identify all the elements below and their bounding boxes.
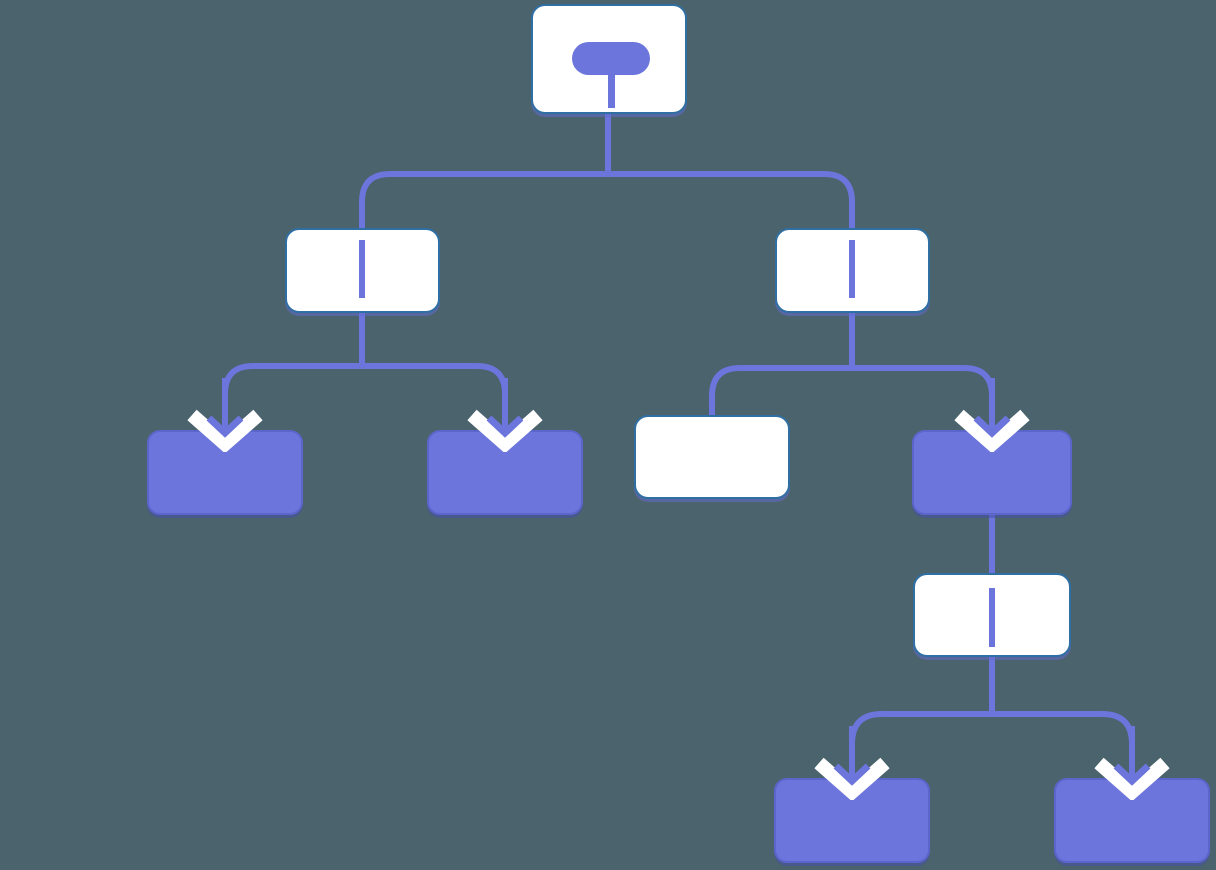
node-collapsed-branch[interactable] — [912, 430, 1072, 515]
pass-through-line — [989, 588, 995, 647]
pass-through-line — [359, 240, 365, 298]
node-leaf-4[interactable] — [774, 778, 930, 863]
node-leaf-5[interactable] — [1054, 778, 1210, 863]
node-branch-right[interactable] — [775, 228, 930, 313]
node-root[interactable] — [531, 4, 687, 114]
node-leaf-2[interactable] — [427, 430, 583, 515]
node-card-blank[interactable] — [634, 415, 790, 499]
node-pass-through-2[interactable] — [913, 573, 1071, 657]
pass-through-line — [849, 240, 855, 298]
edge-root-to-branches — [359, 171, 855, 232]
edge-left-rail — [222, 363, 508, 420]
root-pill-stem — [608, 73, 615, 108]
node-branch-left[interactable] — [285, 228, 440, 313]
node-leaf-1[interactable] — [147, 430, 303, 515]
root-pill-placeholder-icon — [572, 42, 650, 75]
edge-bottom-rail — [849, 711, 1135, 756]
edge-right-rail — [709, 365, 995, 418]
